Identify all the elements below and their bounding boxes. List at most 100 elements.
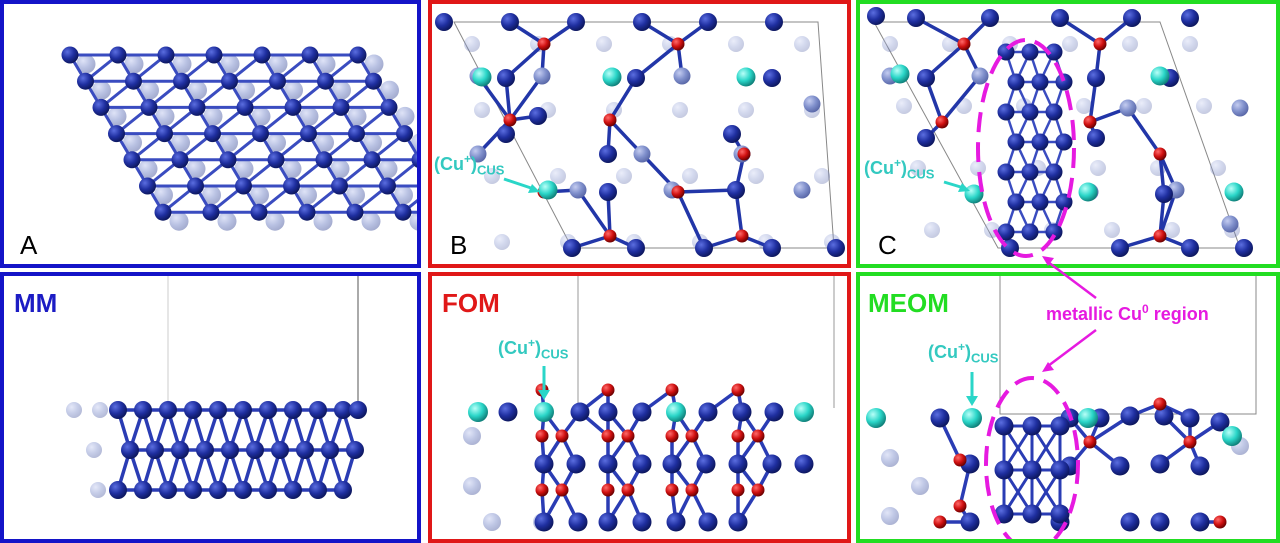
cu-atom-lower — [494, 234, 510, 250]
cu-atom — [867, 7, 885, 25]
cu-atom — [1110, 456, 1130, 476]
cu-atom — [501, 13, 519, 31]
cu-plus-atom — [866, 408, 886, 428]
cu-atom-metallic — [997, 163, 1015, 181]
cu-atom — [334, 401, 352, 419]
cu-atom — [109, 46, 127, 64]
cu-atom-light — [533, 67, 551, 85]
cu-atom — [764, 402, 784, 422]
cu-atom — [156, 125, 173, 143]
cu-atom-lower — [76, 54, 96, 74]
cu-atom-metallic — [1031, 193, 1049, 211]
cu-atom — [271, 441, 289, 459]
cu-atom-lower — [1104, 222, 1120, 238]
cu-atom — [568, 512, 588, 532]
cu-plus-atom — [1222, 426, 1242, 446]
cu-atom-light — [1119, 99, 1137, 117]
cu-atom — [234, 481, 252, 499]
cu-atom — [309, 401, 327, 419]
cu-atom — [121, 441, 139, 459]
cu-atom — [960, 512, 980, 532]
cu-atom — [154, 203, 172, 221]
cu-atom-light — [803, 95, 821, 113]
cu-atom — [662, 454, 682, 474]
cu-atom-metallic — [1031, 133, 1049, 151]
o-atom — [535, 429, 549, 443]
cu-atom — [379, 177, 396, 195]
cu-atom-lower — [140, 80, 159, 100]
cu-atom — [246, 441, 264, 459]
cu-atom-lower — [298, 185, 317, 205]
o-atom — [665, 483, 679, 497]
cu-atom-lower — [748, 168, 764, 184]
cu-atom-lower — [154, 185, 173, 205]
cu-atom — [61, 46, 79, 64]
cu-atom-metallic — [1045, 223, 1063, 241]
cu-atom-lower — [250, 185, 269, 205]
panel-fom-structure — [463, 276, 835, 532]
cu-atom — [296, 441, 314, 459]
cu-plus-atom — [602, 67, 622, 87]
cus-arrowhead — [528, 184, 540, 193]
cu-atom — [765, 13, 783, 31]
o-atom — [737, 147, 751, 161]
cu-atom — [1180, 408, 1200, 428]
cu-atom — [269, 72, 286, 90]
cu-atom — [627, 69, 645, 87]
cu-atom-lower — [268, 54, 288, 74]
cu-atom — [250, 203, 268, 221]
cu-atom — [1181, 239, 1199, 257]
cu-atom-metallic — [1021, 43, 1039, 61]
cu-atom-metallic — [1045, 43, 1063, 61]
cu-atom-light — [793, 181, 811, 199]
o-atom — [1153, 147, 1167, 161]
bond — [508, 74, 544, 122]
cu-plus-atom — [964, 184, 984, 204]
cu-atom-metallic — [994, 504, 1014, 524]
panel-mm-title: MM — [14, 288, 58, 318]
cu-atom — [134, 401, 152, 419]
cu-atom-light — [569, 181, 587, 199]
cu-atom — [1087, 129, 1105, 147]
panel-b-structure — [435, 13, 845, 257]
cu-atom — [534, 454, 554, 474]
bond — [676, 190, 706, 250]
cu-atom — [1120, 512, 1140, 532]
panel-mm: MM — [0, 272, 421, 543]
cu-atom — [598, 512, 618, 532]
cu-atom — [219, 151, 237, 169]
cu-atom-lower — [363, 133, 382, 153]
cu-atom-lower — [188, 80, 207, 100]
panel-a: A — [0, 0, 421, 268]
cu-atom-lower — [202, 185, 221, 205]
o-atom — [603, 113, 617, 127]
o-atom — [1153, 397, 1167, 411]
cu-atom — [188, 98, 206, 116]
cu-atom-lower — [738, 102, 754, 118]
cu-atom — [380, 98, 398, 116]
o-atom — [503, 113, 517, 127]
cu-plus-atom — [666, 402, 686, 422]
cu-atom-lower — [1062, 36, 1078, 52]
cu-atom-lower — [484, 168, 500, 184]
cu-atom-lower — [330, 159, 350, 179]
cu-atom-lower — [1210, 160, 1226, 176]
cu-atom-metallic — [1022, 416, 1042, 436]
cu-atom-lower — [924, 222, 940, 238]
cu-atom — [498, 402, 518, 422]
cu-atom — [221, 441, 239, 459]
cu-atom — [1120, 406, 1140, 426]
cu-atom — [1087, 69, 1105, 87]
cu-atom-light — [1221, 215, 1239, 233]
cu-atom — [301, 46, 319, 64]
o-atom — [601, 383, 615, 397]
cu-atom — [157, 46, 175, 64]
cu-atom-lower — [220, 54, 240, 74]
o-atom — [685, 429, 699, 443]
cu-atom-lower — [794, 36, 810, 52]
cu-atom — [534, 512, 554, 532]
cu-atom-lower — [1196, 98, 1212, 114]
panel-meom-structure — [866, 276, 1257, 539]
cu-atom — [762, 454, 782, 474]
cu-atom-metallic — [1021, 163, 1039, 181]
